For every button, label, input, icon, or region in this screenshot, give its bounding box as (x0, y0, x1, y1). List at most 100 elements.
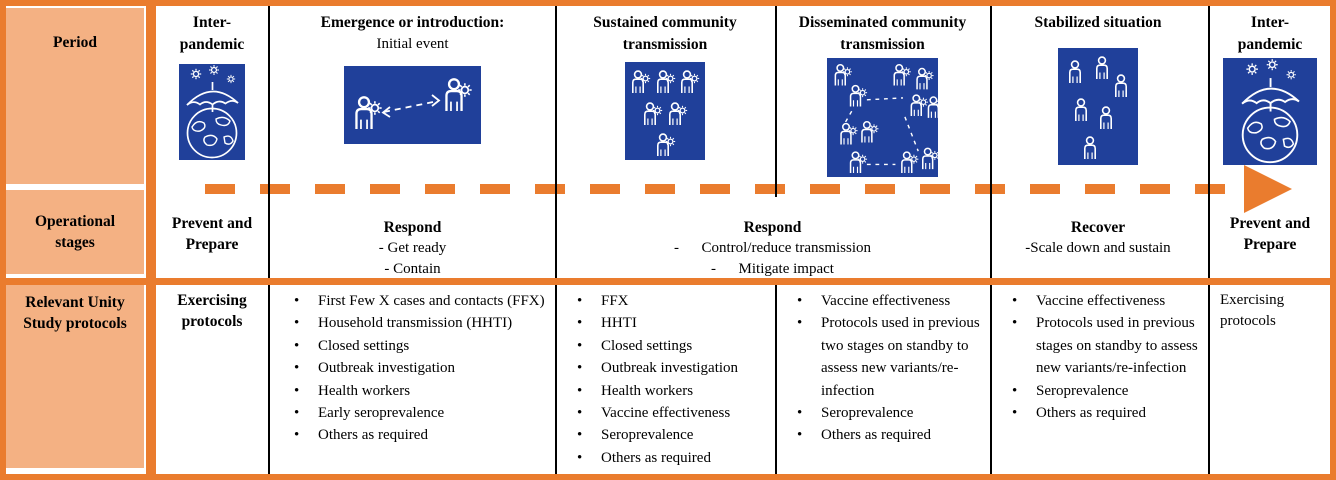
protocol-list: •First Few X cases and contacts (FFX)•Ho… (288, 290, 555, 447)
list-item: • Household transmission (HHTI) (288, 312, 555, 334)
list-item-text: Protocols used in previous two stages on… (821, 315, 980, 399)
bullet-icon: • (294, 337, 300, 354)
protocol-cell-exercising-left: Exercising protocols (156, 288, 268, 470)
bullet-icon: • (797, 427, 803, 444)
protocols-text: Exercising protocols (1220, 292, 1285, 329)
list-item-text: Seroprevalence (821, 405, 914, 422)
row-label-protocols-text: Relevant Unity Study protocols (23, 294, 127, 332)
umbrella-globe-virus-icon (1223, 58, 1317, 165)
bullet-icon: • (294, 315, 300, 332)
bullet-icon: • (1012, 315, 1018, 332)
list-item-text: Seroprevalence (1036, 382, 1129, 399)
column-divider (775, 6, 777, 197)
list-item-text: Vaccine effectiveness (821, 293, 951, 309)
stage-cell-prevent-left: Prevent and Prepare (156, 197, 268, 278)
list-item: • Protocols used in previous two stages o… (791, 312, 988, 402)
list-item-text: Outbreak investigation (318, 360, 456, 377)
list-item-text: Health workers (601, 382, 694, 399)
bullet-icon: • (294, 360, 300, 377)
stage-cell-respond-early: Respond - Get ready- Contain (270, 197, 555, 278)
row-label-unity-protocols: Relevant Unity Study protocols (6, 284, 144, 468)
list-item: •First Few X cases and contacts (FFX) (288, 290, 555, 312)
list-item-text: Others as required (1036, 405, 1146, 422)
column-divider (1208, 285, 1210, 474)
infected-group-icon (625, 62, 705, 160)
list-item-text: Health workers (318, 382, 411, 399)
list-item: • Protocols used in previous stages on st… (1006, 312, 1206, 379)
period-title: Inter-pandemic (179, 14, 245, 53)
protocol-cell-disseminated: •Vaccine effectiveness•Protocols used in… (777, 288, 988, 470)
protocols-text: Exercising protocols (177, 292, 247, 330)
row-label-operational-stages: Operational stages (6, 190, 144, 274)
list-item: • HHTI (571, 312, 773, 334)
bullet-icon: • (294, 405, 300, 422)
column-divider (775, 285, 777, 474)
list-item-text: Others as required (821, 427, 931, 444)
period-subtitle: Initial event (376, 36, 449, 52)
bullet-icon: • (577, 293, 583, 309)
list-item: •Others as required (571, 447, 773, 469)
list-item: • Seroprevalence (791, 402, 988, 424)
period-cell-disseminated: Disseminated community transmission (777, 6, 988, 196)
list-item: • Early seroprevalence (288, 402, 555, 424)
list-item: •Vaccine effectiveness (791, 290, 988, 312)
protocol-list: •Vaccine effectiveness•Protocols used in… (1006, 290, 1206, 424)
person-to-person-transmission-icon (344, 66, 481, 144)
stage-title: Prevent and Prepare (171, 215, 253, 253)
list-item: • Seroprevalence (1006, 380, 1206, 402)
stage-cell-prevent-right: Prevent and Prepare (1210, 197, 1330, 278)
period-title: Sustained community transmission (593, 14, 737, 53)
infected-clusters-icon (827, 58, 938, 177)
period-cell-stabilized: Stabilized situation (992, 6, 1204, 196)
bullet-icon: • (797, 405, 803, 422)
period-title: Inter-pandemic (1237, 14, 1303, 53)
list-item: •Health workers (571, 380, 773, 402)
list-item-text: Vaccine effectiveness (601, 405, 731, 422)
period-cell-interpandemic-left: Inter-pandemic (156, 6, 268, 196)
list-item-text: FFX (601, 293, 629, 309)
list-item-text: Early seroprevalence (318, 405, 445, 422)
stage-title: Prevent and Prepare (1229, 215, 1311, 253)
column-divider (990, 6, 992, 278)
stage-subtitle: -Scale down and sustain (1025, 240, 1171, 256)
column-divider (990, 285, 992, 474)
column-divider (268, 6, 270, 278)
list-item: •Closed settings (571, 335, 773, 357)
protocol-list: •Vaccine effectiveness•Protocols used in… (791, 290, 988, 447)
list-item: •Seroprevalence (571, 424, 773, 446)
list-item: •Closed settings (288, 335, 555, 357)
bullet-icon: • (577, 315, 583, 332)
bullet-icon: • (797, 315, 803, 332)
period-cell-emergence: Emergence or introduction: Initial event (270, 6, 555, 196)
list-item-text: Outbreak investigation (601, 360, 739, 377)
list-item-text: Household transmission (HHTI) (318, 315, 513, 332)
list-item-text: HHTI (601, 315, 637, 332)
list-item: • FFX (571, 290, 773, 312)
list-item-text: Protocols used in previous stages on sta… (1036, 315, 1198, 377)
stage-item: - Control/reduce transmission (673, 240, 872, 256)
bullet-icon: • (1012, 382, 1018, 399)
bullet-icon: • (577, 427, 583, 444)
period-title: Emergence or introduction: (320, 14, 505, 31)
bullet-icon: • (294, 427, 300, 444)
bullet-icon: • (1012, 293, 1018, 309)
bullet-icon: • (1012, 405, 1018, 422)
stage-item: - Mitigate impact (711, 261, 834, 277)
row-divider-orange (0, 278, 1336, 285)
bullet-icon: • (294, 293, 300, 309)
timeline-arrowhead-icon (1244, 165, 1292, 213)
protocol-list: • FFX • HHTI •Closed settings • Outbreak inves… (571, 290, 773, 469)
column-divider (555, 285, 557, 474)
protocol-cell-emergence: •First Few X cases and contacts (FFX)•Ho… (270, 288, 555, 470)
column-divider (1208, 6, 1210, 278)
list-item: •Vaccine effectiveness (571, 402, 773, 424)
column-divider (268, 285, 270, 474)
stage-items: - Get ready- Contain (379, 238, 446, 280)
column-divider (555, 6, 557, 278)
label-column-divider (146, 0, 156, 480)
umbrella-globe-virus-icon (179, 64, 245, 160)
list-item: •Health workers (288, 380, 555, 402)
period-title: Disseminated community transmission (798, 14, 967, 53)
list-item: •Vaccine effectiveness (1006, 290, 1206, 312)
stage-title: Respond (743, 219, 802, 236)
